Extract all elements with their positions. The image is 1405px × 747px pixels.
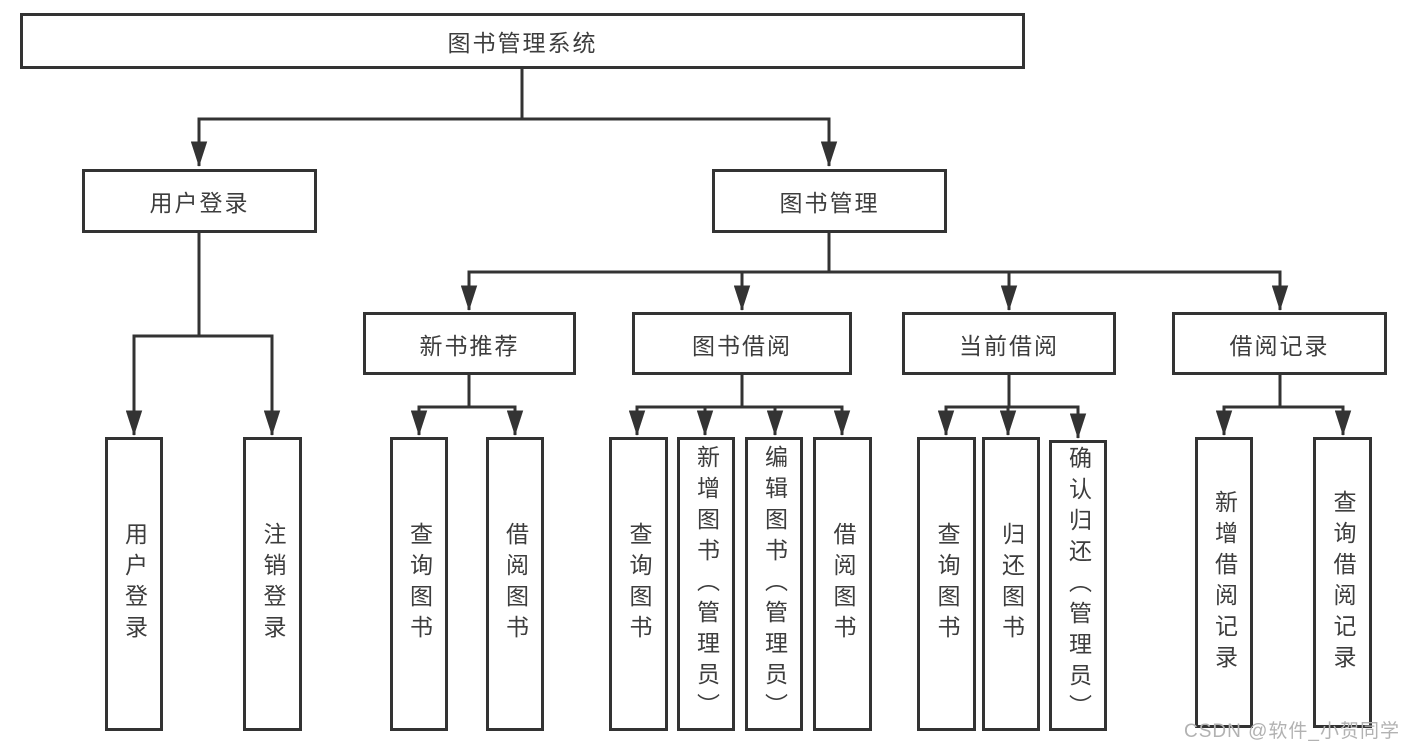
leaf-br-add: 新增借阅记录 bbox=[1195, 437, 1253, 728]
leaf-logout-label: 注销登录 bbox=[260, 522, 286, 646]
node-root: 图书管理系统 bbox=[20, 13, 1025, 69]
leaf-newbook-query: 查询图书 bbox=[390, 437, 448, 731]
node-borrow-record: 借阅记录 bbox=[1172, 312, 1387, 375]
leaf-br-query: 查询借阅记录 bbox=[1313, 437, 1372, 728]
leaf-cb-query: 查询图书 bbox=[917, 437, 976, 731]
node-new-book-label: 新书推荐 bbox=[419, 332, 520, 359]
leaf-logout: 注销登录 bbox=[243, 437, 302, 731]
node-user-login-label: 用户登录 bbox=[149, 190, 250, 216]
node-book-borrow-label: 图书借阅 bbox=[692, 332, 792, 359]
leaf-newbook-borrow: 借阅图书 bbox=[486, 437, 544, 731]
leaf-cb-confirm-label: 确认归还（管理员） bbox=[1065, 446, 1092, 725]
node-current-borrow-label: 当前借阅 bbox=[959, 332, 1059, 359]
leaf-user-login-label: 用户登录 bbox=[121, 522, 148, 646]
leaf-bb-borrow-label: 借阅图书 bbox=[830, 522, 856, 646]
node-user-login: 用户登录 bbox=[82, 169, 317, 233]
leaf-bb-borrow: 借阅图书 bbox=[813, 437, 872, 731]
node-new-book: 新书推荐 bbox=[363, 312, 576, 375]
node-borrow-record-label: 借阅记录 bbox=[1229, 332, 1330, 359]
leaf-bb-query: 查询图书 bbox=[609, 437, 668, 731]
node-book-mgmt: 图书管理 bbox=[712, 169, 947, 233]
node-book-mgmt-label: 图书管理 bbox=[779, 190, 880, 216]
node-book-borrow: 图书借阅 bbox=[632, 312, 852, 375]
leaf-bb-edit-label: 编辑图书（管理员） bbox=[761, 444, 788, 724]
leaf-cb-confirm: 确认归还（管理员） bbox=[1049, 440, 1107, 731]
leaf-br-query-label: 查询借阅记录 bbox=[1330, 489, 1356, 676]
leaf-newbook-query-label: 查询图书 bbox=[406, 522, 433, 646]
node-current-borrow: 当前借阅 bbox=[902, 312, 1116, 375]
csdn-watermark: CSDN @软件_小贺同学 bbox=[1184, 721, 1400, 742]
leaf-bb-add-label: 新增图书（管理员） bbox=[693, 444, 720, 724]
leaf-bb-query-label: 查询图书 bbox=[626, 522, 652, 646]
node-root-label: 图书管理系统 bbox=[447, 30, 598, 56]
leaf-cb-return-label: 归还图书 bbox=[998, 522, 1025, 646]
leaf-newbook-borrow-label: 借阅图书 bbox=[502, 522, 529, 646]
leaf-cb-query-label: 查询图书 bbox=[934, 522, 960, 646]
leaf-user-login: 用户登录 bbox=[105, 437, 163, 731]
leaf-cb-return: 归还图书 bbox=[982, 437, 1040, 731]
leaf-bb-add: 新增图书（管理员） bbox=[677, 437, 735, 731]
leaf-br-add-label: 新增借阅记录 bbox=[1211, 489, 1238, 676]
leaf-bb-edit: 编辑图书（管理员） bbox=[745, 437, 803, 731]
